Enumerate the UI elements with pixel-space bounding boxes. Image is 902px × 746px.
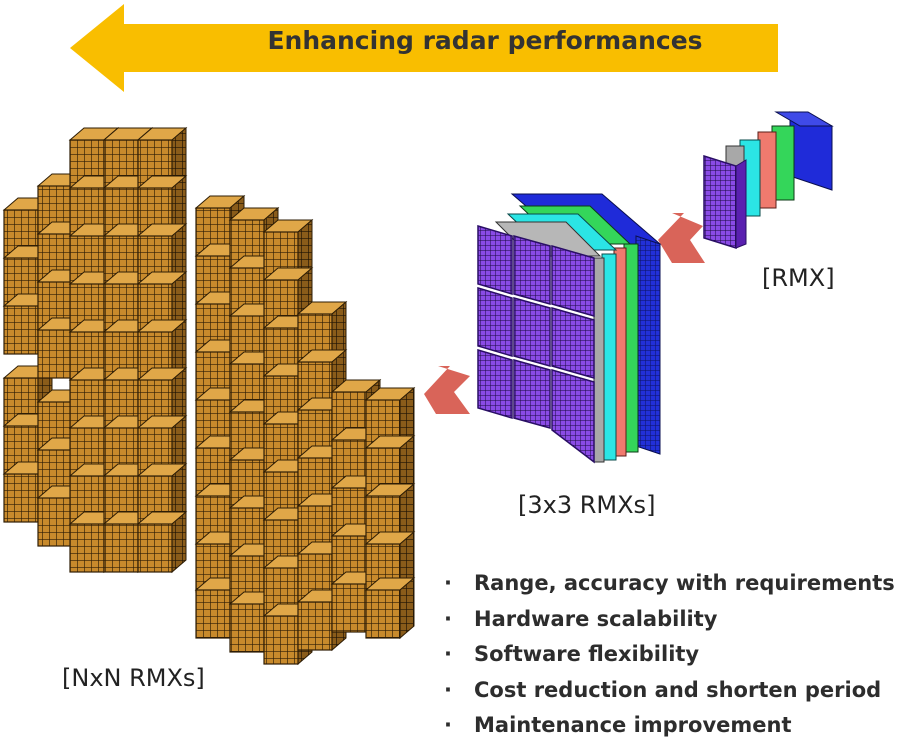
feature-text: Software flexibility: [474, 642, 700, 666]
rmx-front-face: [703, 154, 737, 250]
bullet-icon: ·: [444, 642, 452, 666]
block3-front-grid: [477, 224, 595, 464]
block3-tile-r3c2: [513, 359, 551, 429]
block3-tile-r2c3: [551, 307, 595, 379]
rmx-module: [703, 111, 834, 250]
nxn-module-front: [3, 473, 39, 523]
nxn-module-front: [37, 497, 73, 547]
nxn-module: [136, 222, 188, 286]
rmx-front-edge: [735, 159, 747, 249]
block3-tile-r1c1: [477, 224, 513, 296]
performance-banner-arrow: [70, 4, 778, 92]
nxn-module-front: [331, 583, 367, 633]
label-rmx: [RMX]: [762, 264, 835, 292]
block3-right-blue: [635, 235, 661, 455]
bullet-icon: ·: [444, 571, 452, 595]
nxn-module-front: [365, 589, 401, 639]
rmx-layer-salmon: [757, 131, 777, 209]
feature-text: Maintenance improvement: [474, 713, 792, 737]
bullet-icon: ·: [444, 606, 452, 631]
feature-item: · Cost reduction and shorten period: [440, 675, 895, 711]
flow-arrow-rmx-to-3x3: [658, 213, 705, 263]
flow-arrow-1-shape: [658, 213, 705, 263]
nxn-module-front: [103, 523, 139, 573]
banner-arrow-shape: [70, 4, 778, 92]
feature-text: Range, accuracy with requirements: [474, 571, 895, 595]
nxn-module-front: [263, 615, 299, 665]
nxn-module: [136, 510, 188, 574]
block3-right-gray: [593, 257, 605, 463]
nxn-module: [364, 576, 416, 640]
block3-tile-r2c1: [477, 286, 513, 358]
rmx-3x3-block: [477, 193, 662, 464]
feature-text: Cost reduction and shorten period: [474, 677, 882, 702]
bullet-icon: ·: [444, 713, 452, 737]
banner-label: Enhancing radar performances: [267, 26, 703, 55]
nxn-module: [136, 174, 188, 238]
rmx-nxn-cluster: [2, 126, 416, 666]
feature-item: · Software flexibility: [440, 639, 895, 675]
nxn-module-front: [297, 601, 333, 651]
block3-tile-r2c2: [513, 297, 551, 367]
label-nxn-rmxs: [NxN RMXs]: [62, 664, 205, 692]
label-3x3-rmxs: [3x3 RMXs]: [518, 491, 656, 519]
flow-arrow-3x3-to-nxn: [424, 366, 470, 414]
block3-tile-r1c2: [513, 235, 551, 305]
bullet-icon: ·: [444, 677, 452, 702]
feature-text: Hardware scalability: [474, 606, 718, 631]
rmx-layer-blue-top: [774, 111, 834, 127]
flow-arrow-2-shape: [424, 366, 470, 414]
nxn-module-front: [37, 329, 73, 379]
feature-item: · Hardware scalability: [440, 604, 895, 640]
block3-tile-r3c1: [477, 348, 513, 420]
block3-tile-r1c3: [551, 245, 595, 317]
feature-item: · Range, accuracy with requirements: [440, 568, 895, 604]
nxn-module-front: [69, 523, 105, 573]
feature-list: · Range, accuracy with requirements · Hard…: [440, 568, 895, 746]
block3-tile-r3c3: [551, 369, 595, 464]
nxn-module-front: [229, 603, 265, 653]
nxn-module-front: [195, 589, 231, 639]
feature-item: · Maintenance improvement: [440, 710, 895, 746]
nxn-module-front: [137, 523, 173, 573]
nxn-module-front: [3, 305, 39, 355]
